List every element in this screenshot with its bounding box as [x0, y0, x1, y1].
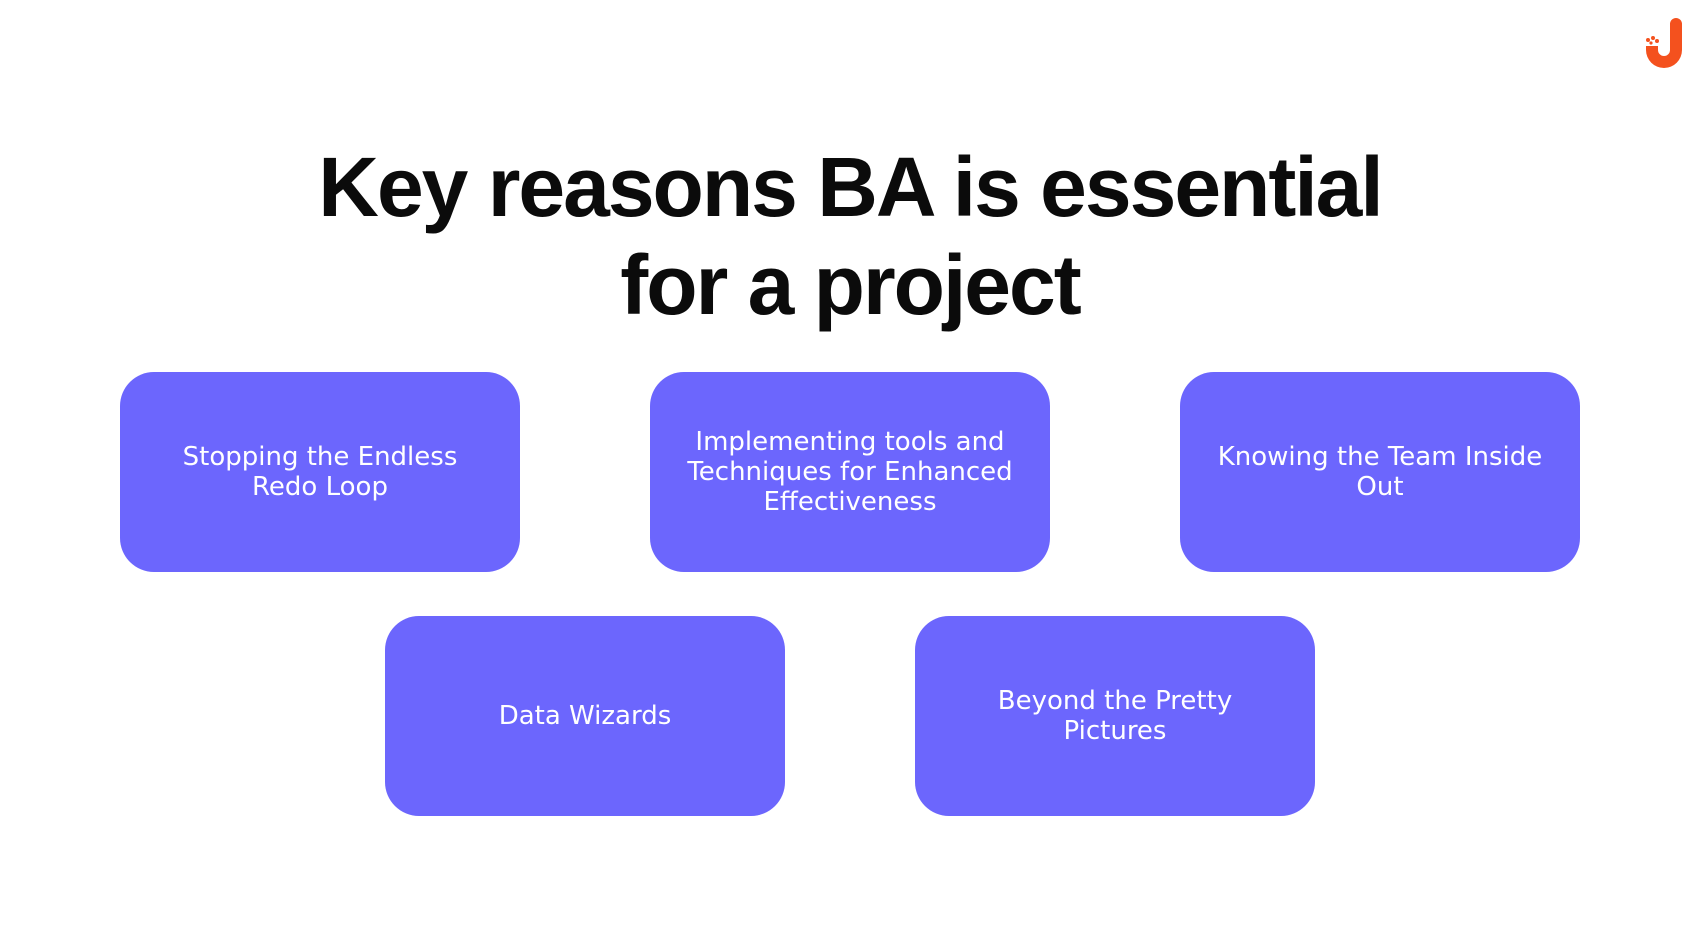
card-label: Beyond the Pretty Pictures: [997, 686, 1233, 746]
card-label: Implementing tools and Techniques for En…: [687, 427, 1013, 517]
reason-card-data-wizards: Data Wizards: [385, 616, 785, 816]
page-title: Key reasons BA is essential for a projec…: [0, 138, 1700, 334]
title-line-1: Key reasons BA is essential: [318, 140, 1383, 235]
reason-card-pretty-pictures: Beyond the Pretty Pictures: [915, 616, 1315, 816]
card-label: Stopping the Endless Redo Loop: [182, 442, 458, 502]
title-line-2: for a project: [620, 238, 1081, 333]
brand-logo-icon: [1640, 18, 1690, 70]
card-label: Knowing the Team Inside Out: [1217, 442, 1543, 502]
reason-card-redo-loop: Stopping the Endless Redo Loop: [120, 372, 520, 572]
card-label: Data Wizards: [498, 701, 672, 731]
reason-card-knowing-team: Knowing the Team Inside Out: [1180, 372, 1580, 572]
reason-card-tools-techniques: Implementing tools and Techniques for En…: [650, 372, 1050, 572]
